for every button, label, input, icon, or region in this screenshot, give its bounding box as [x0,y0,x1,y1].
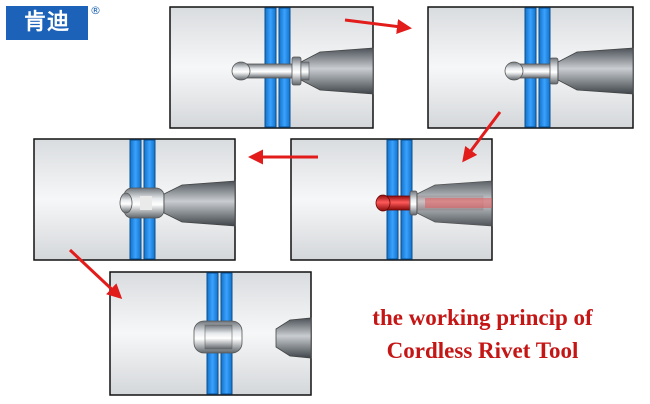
brand-logo: 肯迪 [6,6,88,40]
rivet-tool-nose [300,47,374,95]
registered-mark: ® [90,4,101,17]
rivet-tool-nose [557,47,634,95]
step-panel-form [33,138,236,261]
rivet-tool-nose [275,317,312,359]
arrow-step4-to-step5 [68,248,123,300]
step-panel-pull [290,138,493,261]
rivet-tool-nose [163,180,236,227]
rivet [231,56,302,86]
step-panel-done [109,271,312,396]
arrow-step1-to-step2 [344,18,412,34]
step-panel-set [427,6,634,129]
flow-arrows [68,18,502,300]
step-panel-insert [169,6,374,129]
set-rivet [193,320,243,354]
caption-line-1: the working princip of [372,305,593,330]
caption-line-2: Cordless Rivet Tool [386,338,579,363]
rivet [504,57,559,85]
rivet-tool-nose [416,180,493,227]
arrow-step2-to-step3 [462,111,502,163]
rivet [119,187,165,219]
